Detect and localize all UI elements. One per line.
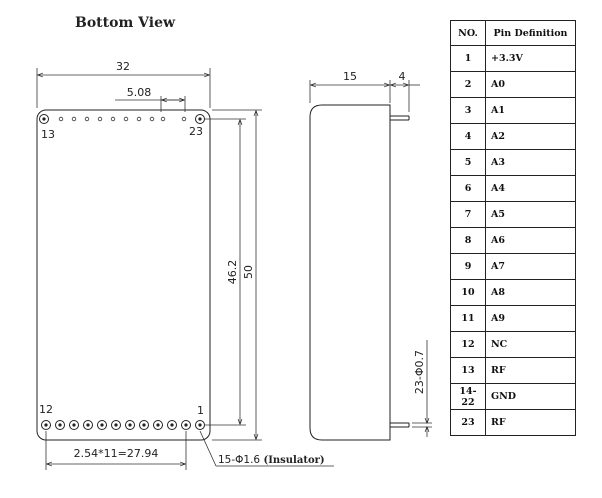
pin-definition: A1 — [485, 97, 576, 124]
top-hole — [149, 116, 155, 122]
pin-number: 7 — [450, 201, 486, 228]
pitch-dim-label: 5.08 — [127, 86, 152, 99]
pin-definition: A6 — [485, 227, 576, 254]
pin-definition: A8 — [485, 279, 576, 306]
pin-number: 9 — [450, 253, 486, 280]
pin-label-1: 1 — [197, 404, 204, 417]
pin-definition: A9 — [485, 305, 576, 332]
table-header-row: NO. Pin Definition — [450, 20, 576, 46]
pin-5 — [139, 420, 149, 430]
pin-9 — [83, 420, 93, 430]
top-hole — [71, 116, 77, 122]
depth-dim-label: 15 — [343, 70, 357, 83]
top-pin-row — [39, 114, 205, 124]
pin-12 — [41, 420, 51, 430]
bottom-view: 32 5.08 13 23 — [36, 60, 334, 470]
pin-2 — [181, 420, 191, 430]
top-hole — [123, 116, 129, 122]
module-outline — [36, 109, 211, 441]
span-v-dim-label: 46.2 — [226, 260, 239, 285]
top-hole — [84, 116, 90, 122]
pin-23-center — [198, 117, 202, 121]
pin-number: 6 — [450, 175, 486, 202]
pin-definition: A7 — [485, 253, 576, 280]
table-row: 1+3.3V — [450, 45, 576, 72]
bottom-pin-row — [41, 420, 205, 430]
pin-13-center — [42, 117, 46, 121]
width-dim-label: 32 — [116, 60, 130, 73]
col-header-definition: Pin Definition — [485, 20, 576, 46]
pin-4 — [153, 420, 163, 430]
top-hole — [97, 116, 103, 122]
pin-definition: A0 — [485, 71, 576, 98]
height-dim-label: 50 — [242, 265, 255, 279]
pindia-dim-label: 23-Φ0.7 — [413, 350, 426, 394]
pin-number: 5 — [450, 149, 486, 176]
side-outline — [309, 104, 391, 441]
pin-number: 1 — [450, 45, 486, 72]
top-hole — [160, 116, 166, 122]
col-header-no: NO. — [450, 20, 486, 46]
pin-10 — [69, 420, 79, 430]
pin-definition: RF — [485, 357, 576, 384]
pin-definition: GND — [485, 383, 576, 410]
pin-number: 10 — [450, 279, 486, 306]
pin-6 — [125, 420, 135, 430]
top-hole — [181, 116, 187, 122]
pin-definition: A5 — [485, 201, 576, 228]
callout-leader — [199, 430, 217, 467]
pin-number: 4 — [450, 123, 486, 150]
pin-number: 2 — [450, 71, 486, 98]
pin-number: 11 — [450, 305, 486, 332]
view-title: Bottom View — [75, 15, 176, 31]
pin-definition: A4 — [485, 175, 576, 202]
pin-7 — [111, 420, 121, 430]
top-hole — [136, 116, 142, 122]
top-hole — [110, 116, 116, 122]
pin-13 — [39, 114, 49, 124]
pin-number: 14-22 — [450, 383, 486, 410]
callout-label: 15-Φ1.6 (Insulator) — [218, 454, 325, 466]
pin-definition: A3 — [485, 149, 576, 176]
pinlen-dim-label: 4 — [399, 70, 406, 83]
pin-label-23: 23 — [189, 125, 203, 138]
pin-label-12: 12 — [39, 403, 53, 416]
span-dim-label: 2.54*11=27.94 — [74, 447, 159, 460]
pin-number: 13 — [450, 357, 486, 384]
pin-definition: NC — [485, 331, 576, 358]
pin-definition: +3.3V — [485, 45, 576, 72]
top-hole — [58, 116, 64, 122]
pin-3 — [167, 420, 177, 430]
pin-definition: A2 — [485, 123, 576, 150]
pin-8 — [97, 420, 107, 430]
pin-definition: RF — [485, 409, 576, 436]
pin-number: 12 — [450, 331, 486, 358]
side-view: 15 4 23-Φ0.7 — [309, 70, 432, 441]
pin-number: 23 — [450, 409, 486, 436]
pin-number: 3 — [450, 97, 486, 124]
pin-label-13: 13 — [41, 128, 55, 141]
pin-11 — [55, 420, 65, 430]
pin-number: 8 — [450, 227, 486, 254]
